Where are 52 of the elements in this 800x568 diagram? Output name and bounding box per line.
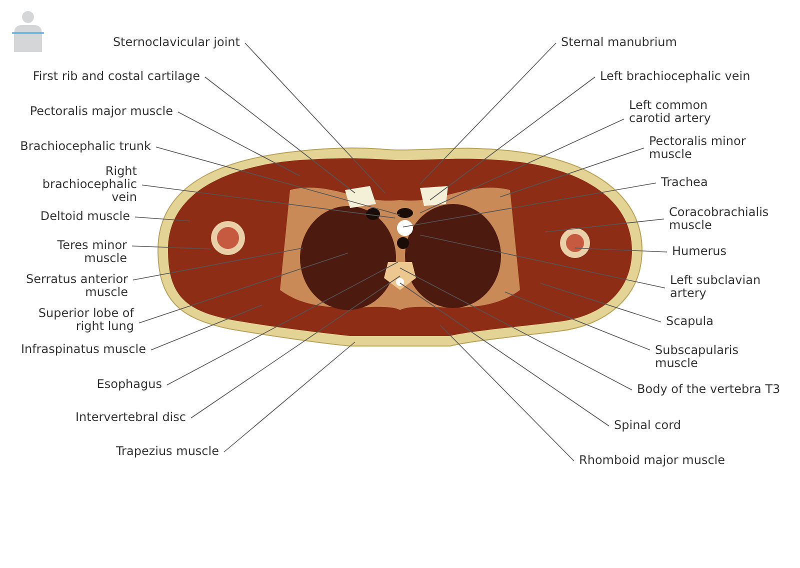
- structure-label: Intervertebral disc: [75, 411, 186, 424]
- structure-label: Pectoralis major muscle: [30, 105, 173, 118]
- structure-label: Right brachiocephalic vein: [37, 165, 137, 204]
- leader-line: [540, 282, 662, 322]
- structure-label: Teres minor muscle: [47, 239, 127, 265]
- leader-line: [166, 262, 398, 386]
- structure-label: Coracobrachialis muscle: [669, 206, 779, 232]
- leader-line: [402, 182, 656, 228]
- structure-label: Brachiocephalic trunk: [20, 140, 151, 153]
- leader-line: [132, 248, 304, 280]
- structure-label: Deltoid muscle: [40, 210, 130, 223]
- structure-label: Rhomboid major muscle: [579, 454, 726, 467]
- leader-line: [142, 184, 396, 218]
- leader-line: [420, 42, 556, 184]
- structure-label: Left brachiocephalic vein: [600, 70, 750, 83]
- leader-line: [156, 146, 400, 216]
- leader-line: [400, 282, 610, 426]
- structure-label: Subscapularis muscle: [655, 344, 755, 370]
- structure-label: Spinal cord: [614, 419, 681, 432]
- structure-label: Sternoclavicular joint: [112, 36, 240, 49]
- structure-label: Left common carotid artery: [629, 99, 729, 125]
- leader-line: [400, 268, 632, 390]
- structure-label: Pectoralis minor muscle: [649, 135, 759, 161]
- leader-line: [204, 76, 356, 194]
- leader-line: [134, 216, 190, 222]
- structure-label: Humerus: [672, 245, 726, 258]
- leader-line: [132, 246, 212, 250]
- structure-label: Trapezius muscle: [116, 445, 219, 458]
- structure-label: Esophagus: [96, 378, 162, 391]
- structure-label: Serratus anterior muscle: [8, 273, 128, 299]
- structure-label: Trachea: [661, 176, 708, 189]
- structure-label: First rib and costal cartilage: [32, 70, 200, 83]
- leader-line: [544, 218, 664, 232]
- leader-line: [150, 304, 262, 350]
- structure-label: Sternal manubrium: [561, 36, 677, 49]
- leader-line: [504, 292, 650, 350]
- structure-label: Body of the vertebra T3: [637, 383, 780, 396]
- leader-line: [244, 42, 386, 194]
- structure-label: Scapula: [666, 315, 714, 328]
- leader-line: [224, 342, 356, 452]
- leader-line: [574, 248, 668, 252]
- structure-label: Infraspinatus muscle: [20, 343, 146, 356]
- structure-label: Superior lobe of right lung: [34, 307, 134, 333]
- leader-line: [420, 118, 624, 214]
- leader-line: [178, 112, 300, 176]
- leader-line: [190, 276, 400, 418]
- leader-line: [430, 76, 596, 200]
- leader-line: [420, 234, 666, 288]
- leader-line: [440, 324, 574, 462]
- leader-line: [138, 252, 348, 324]
- leader-line: [500, 148, 644, 198]
- structure-label: Left subclavian artery: [670, 274, 770, 300]
